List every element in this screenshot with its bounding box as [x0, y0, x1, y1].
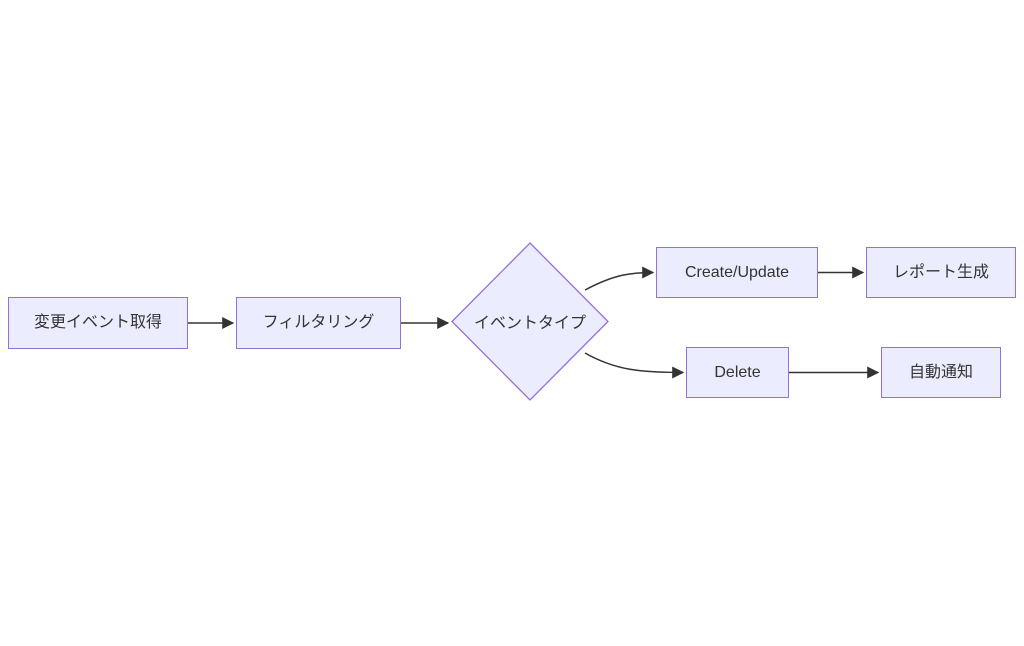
- node-filter-label: フィルタリング: [262, 314, 375, 332]
- node-fetch: 変更イベント取得: [8, 297, 188, 349]
- node-fetch-label: 変更イベント取得: [33, 314, 162, 332]
- node-delete-label: Delete: [714, 363, 761, 381]
- node-event-type-shape: [451, 242, 609, 401]
- node-report: レポート生成: [866, 247, 1016, 298]
- node-event-type: イベントタイプ: [455, 306, 605, 336]
- node-delete: Delete: [686, 347, 789, 398]
- node-create-update-label: Create/Update: [684, 263, 790, 281]
- node-notify: 自動通知: [881, 347, 1001, 398]
- edge-event-type-to-delete: [584, 352, 685, 379]
- node-report-label: レポート生成: [892, 263, 989, 281]
- node-notify-label: 自動通知: [908, 363, 973, 381]
- node-filter: フィルタリング: [236, 297, 401, 349]
- edge-event-type-to-create-update: [584, 266, 655, 291]
- node-event-type-label: イベントタイプ: [473, 315, 586, 332]
- node-create-update: Create/Update: [656, 247, 818, 298]
